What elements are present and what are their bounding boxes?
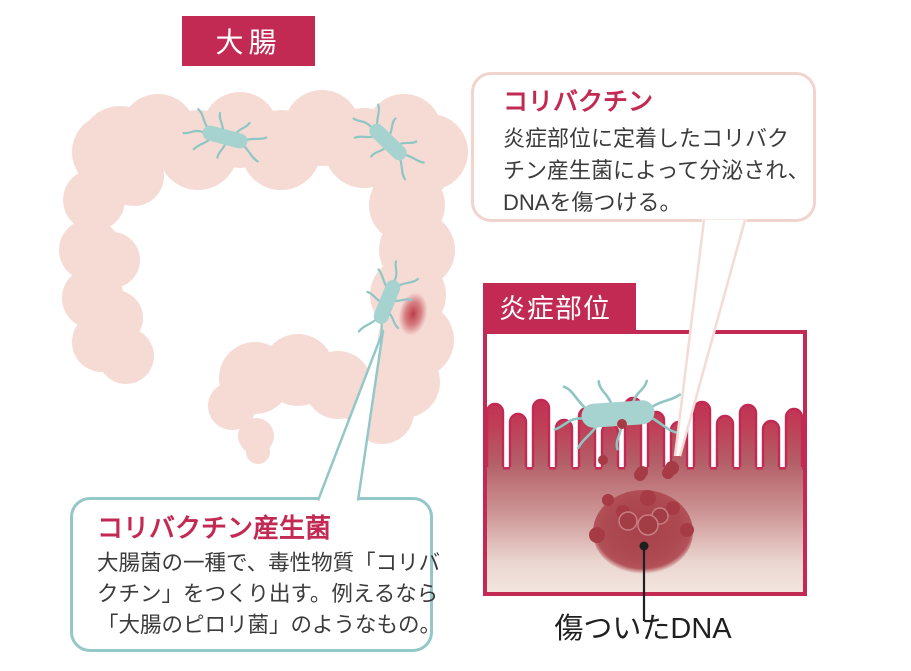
colibactin-dots	[589, 490, 694, 543]
producer-callout: コリバクチン産生菌 大腸菌の一種で、毒性物質「コリバ クチン」をつくり出す。例え…	[70, 497, 442, 652]
damaged-dna-label: 傷ついたDNA	[554, 613, 732, 645]
colibactin-callout-title: コリバクチン	[503, 88, 654, 116]
inflammation-site-label: 炎症部位	[483, 283, 636, 330]
inflammation-frame	[483, 330, 807, 596]
colibactin-callout: コリバクチン 炎症部位に定着したコリバク チン産生菌によって分泌され、 DNAを…	[471, 72, 816, 222]
colibactin-callout-line: チン産生菌によって分泌され、	[503, 158, 810, 183]
villi-illustration	[487, 374, 803, 592]
dna-blob-craters	[618, 507, 669, 536]
producer-callout-line: クチン」をつくり出す。例えるなら	[97, 582, 439, 606]
colon-body	[59, 90, 468, 464]
inflamed-spot	[398, 292, 428, 336]
colibactin-callout-line: DNAを傷つける。	[503, 190, 682, 215]
inflammation-site-label-text: 炎症部位	[499, 294, 611, 324]
colibactin-callout-line: 炎症部位に定着したコリバク	[503, 126, 790, 151]
producer-callout-line: 「大腸のピロリ菌」のようなもの。	[97, 613, 442, 637]
producer-callout-line: 大腸菌の一種で、毒性物質「コリバ	[97, 551, 441, 575]
colon-label-text: 大腸	[215, 27, 282, 58]
producer-callout-title: コリバクチン産生菌	[97, 513, 332, 543]
colon-label: 大腸	[182, 16, 315, 66]
